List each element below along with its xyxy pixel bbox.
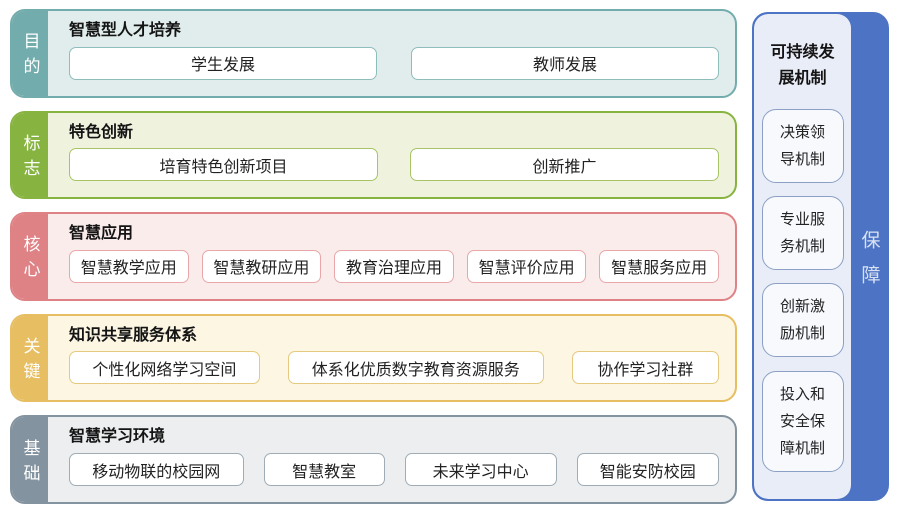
row-symbol-items: 培育特色创新项目 创新推广 (69, 143, 719, 186)
guarantee-panel: 可持续发展机制 决策领导机制 专业服务机制 创新激励机制 投入和安全保障机制 保… (752, 12, 889, 501)
row-purpose-tab: 目的 (12, 11, 48, 96)
row-core: 核心 智慧应用 智慧教学应用 智慧教研应用 教育治理应用 智慧评价应用 智慧服务… (10, 212, 737, 301)
row-purpose-panel: 智慧型人才培养 学生发展 教师发展 (48, 11, 735, 96)
item-box: 个性化网络学习空间 (69, 351, 260, 385)
row-foundation-tab-label: 基础 (20, 438, 40, 489)
row-purpose-items: 学生发展 教师发展 (69, 42, 719, 85)
item-box: 智慧教研应用 (201, 249, 322, 283)
row-foundation: 基础 智慧学习环境 移动物联的校园网 智慧教室 未来学习中心 智能安防校园 (10, 415, 737, 504)
item-box: 智慧教学应用 (69, 249, 189, 283)
guarantee-side-strip: 保障 (851, 14, 887, 499)
row-core-title: 智慧应用 (69, 225, 134, 243)
row-key-tab: 关键 (12, 315, 48, 401)
row-purpose-tab-label: 目的 (20, 32, 40, 83)
item-box: 教育治理应用 (334, 249, 454, 283)
item-box: 移动物联的校园网 (69, 453, 244, 487)
row-key: 关键 知识共享服务体系 个性化网络学习空间 体系化优质数字教育资源服务 协作学习… (10, 313, 737, 403)
row-foundation-panel: 智慧学习环境 移动物联的校园网 智慧教室 未来学习中心 智能安防校园 (48, 417, 735, 502)
row-key-tab-label: 关键 (20, 337, 40, 388)
item-box: 未来学习中心 (404, 453, 557, 487)
row-key-items: 个性化网络学习空间 体系化优质数字教育资源服务 协作学习社群 (69, 347, 719, 390)
guarantee-panel-body: 可持续发展机制 决策领导机制 专业服务机制 创新激励机制 投入和安全保障机制 (754, 14, 851, 499)
mechanism-box: 投入和安全保障机制 (761, 370, 844, 472)
mechanism-box: 决策领导机制 (761, 108, 844, 183)
item-box: 智慧评价应用 (466, 249, 587, 283)
item-box: 学生发展 (69, 46, 377, 80)
row-symbol-tab-label: 标志 (20, 133, 40, 184)
item-box: 智慧服务应用 (599, 249, 719, 283)
row-core-panel: 智慧应用 智慧教学应用 智慧教研应用 教育治理应用 智慧评价应用 智慧服务应用 (48, 214, 735, 299)
row-symbol-tab: 标志 (12, 112, 48, 198)
row-foundation-tab: 基础 (12, 417, 48, 502)
row-symbol: 标志 特色创新 培育特色创新项目 创新推广 (10, 110, 737, 200)
guarantee-panel-title: 可持续发展机制 (770, 44, 835, 87)
mechanism-box: 创新激励机制 (761, 283, 844, 358)
row-core-tab-label: 核心 (20, 235, 40, 286)
item-box: 协作学习社群 (571, 351, 719, 385)
guarantee-side-label: 保障 (858, 229, 880, 300)
main-rows: 目的 智慧型人才培养 学生发展 教师发展 标志 特色创新 培育特色创新项目 创新… (10, 9, 737, 504)
row-key-panel: 知识共享服务体系 个性化网络学习空间 体系化优质数字教育资源服务 协作学习社群 (48, 316, 735, 401)
item-box: 创新推广 (410, 148, 719, 182)
row-symbol-title: 特色创新 (69, 123, 134, 141)
row-symbol-panel: 特色创新 培育特色创新项目 创新推广 (48, 113, 735, 198)
item-box: 智慧教室 (263, 453, 385, 487)
mechanism-box: 专业服务机制 (761, 195, 844, 270)
row-purpose-title: 智慧型人才培养 (69, 22, 182, 39)
guarantee-panel-items: 决策领导机制 专业服务机制 创新激励机制 投入和安全保障机制 (760, 95, 845, 485)
row-core-items: 智慧教学应用 智慧教研应用 教育治理应用 智慧评价应用 智慧服务应用 (69, 245, 719, 288)
row-core-tab: 核心 (12, 214, 48, 299)
item-box: 体系化优质数字教育资源服务 (287, 351, 544, 385)
row-key-title: 知识共享服务体系 (69, 326, 198, 344)
item-box: 教师发展 (411, 46, 719, 80)
item-box: 培育特色创新项目 (69, 148, 378, 182)
row-foundation-title: 智慧学习环境 (69, 428, 166, 446)
row-purpose: 目的 智慧型人才培养 学生发展 教师发展 (10, 9, 737, 98)
item-box: 智能安防校园 (576, 453, 719, 487)
row-foundation-items: 移动物联的校园网 智慧教室 未来学习中心 智能安防校园 (69, 448, 719, 491)
